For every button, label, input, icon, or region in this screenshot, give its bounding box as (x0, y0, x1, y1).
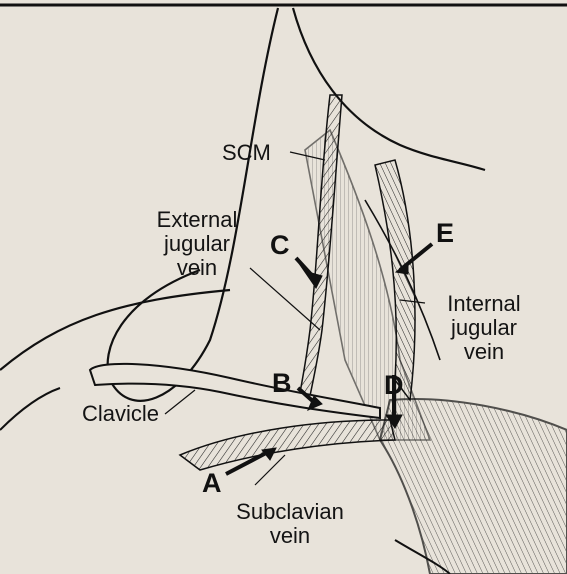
label-internal-jugular-line3: vein (428, 340, 540, 364)
label-external-jugular-line3: vein (137, 256, 257, 280)
label-subclavian-vein: Subclavian vein (225, 500, 355, 548)
label-internal-jugular-line2: jugular (428, 316, 540, 340)
lower-shoulder-outline (0, 388, 60, 430)
label-subclavian-line1: Subclavian (225, 500, 355, 524)
letter-b: B (272, 368, 292, 399)
letter-c: C (270, 230, 290, 261)
letter-e: E (436, 218, 454, 249)
label-external-jugular-line1: External (137, 208, 257, 232)
letter-a: A (202, 468, 222, 499)
label-internal-jugular-vein: Internal jugular vein (428, 292, 540, 364)
arrow-c-shaft (296, 258, 318, 282)
label-internal-jugular-line1: Internal (428, 292, 540, 316)
label-clavicle: Clavicle (82, 402, 159, 426)
subclavian-vein-shape (180, 420, 395, 470)
label-subclavian-line2: vein (225, 524, 355, 548)
clavicle-leader (165, 390, 195, 414)
shoulder-outline (0, 290, 230, 370)
label-scm: SCM (222, 141, 271, 165)
label-external-jugular-vein: External jugular vein (137, 208, 257, 280)
neck-left-outline (108, 8, 278, 401)
label-external-jugular-line2: jugular (137, 232, 257, 256)
letter-d: D (384, 370, 404, 401)
